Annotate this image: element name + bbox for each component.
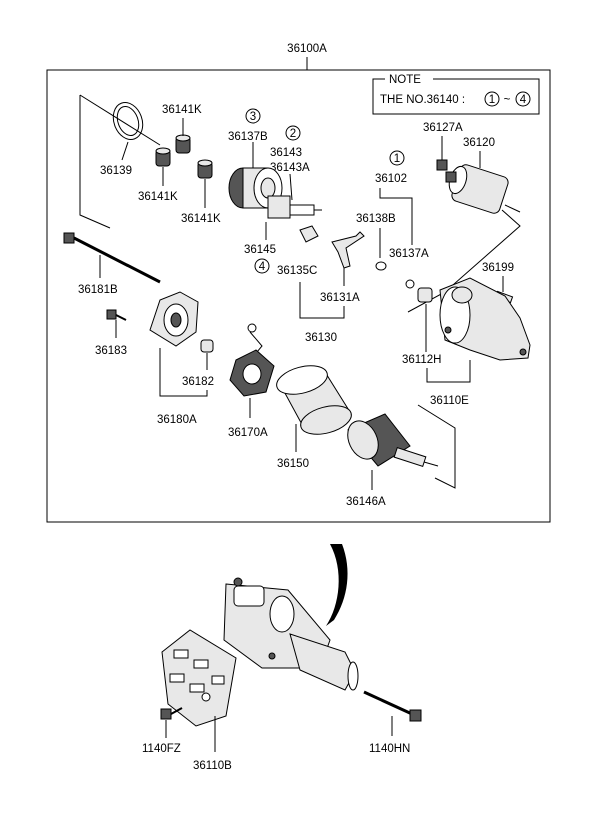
label-36110B: 36110B (193, 760, 232, 772)
note-range-sep: ~ (504, 94, 511, 106)
gear-36141K-top (175, 134, 191, 154)
label-36112H: 36112H (402, 354, 441, 366)
yoke-36150 (276, 365, 352, 435)
armature-36146A (347, 413, 439, 468)
housing-36110E (439, 277, 531, 361)
label-36150: 36150 (277, 458, 309, 470)
through-bolt-36181B (63, 232, 161, 284)
note-range-start: 1 (489, 94, 495, 106)
lever-36135C (299, 225, 319, 243)
gear-36141K-left (155, 147, 171, 167)
solenoid-36120 (445, 164, 521, 214)
washer-36137A (405, 279, 415, 289)
note-title: NOTE (389, 74, 421, 86)
label-36180A: 36180A (157, 414, 197, 426)
label-1140FZ: 1140FZ (142, 743, 181, 755)
callout-4: 4 (259, 261, 266, 273)
assembled-starter (223, 577, 359, 691)
bolt-1140FZ (160, 707, 183, 720)
note-box: NOTE THE NO.36140 : 1 ~ 4 (372, 74, 540, 115)
callout-1: 1 (394, 153, 400, 165)
label-36131A: 36131A (320, 292, 360, 304)
planet-carrier (228, 167, 322, 219)
label-36181B: 36181B (78, 284, 118, 296)
label-36138B: 36138B (356, 213, 396, 225)
label-36143A: 36143A (270, 162, 310, 174)
label-36199: 36199 (482, 262, 514, 274)
pointer-arrow (326, 544, 348, 626)
label-36110E: 36110E (430, 395, 469, 407)
label-36139: 36139 (100, 165, 132, 177)
shield-plate-36110B (161, 629, 237, 727)
callout-3: 3 (250, 111, 256, 123)
label-36170A: 36170A (228, 427, 268, 439)
bushing-36182 (200, 339, 214, 353)
label-36141K-top: 36141K (162, 104, 202, 116)
label-36143: 36143 (270, 147, 302, 159)
assembly-label: 36100A (287, 43, 327, 55)
end-frame-36180A (149, 291, 199, 347)
bolt-1140HN (363, 690, 422, 722)
label-36137A: 36137A (389, 248, 429, 260)
label-36137B: 36137B (228, 131, 268, 143)
note-range-end: 4 (520, 94, 527, 106)
assembly-frame (46, 69, 551, 523)
ring-36139 (112, 102, 144, 140)
callout-2: 2 (290, 128, 296, 140)
label-36127A: 36127A (423, 122, 463, 134)
label-36135C: 36135C (277, 265, 317, 277)
label-36145: 36145 (244, 244, 276, 256)
screw-36183 (106, 309, 127, 321)
nut-36127A (436, 159, 448, 171)
brush-holder-36170A (229, 323, 275, 397)
label-1140HN: 1140HN (369, 743, 410, 755)
note-text: THE NO.36140 : (380, 94, 465, 106)
label-36141K-left: 36141K (138, 191, 178, 203)
label-36120: 36120 (463, 137, 495, 149)
label-36146A: 36146A (346, 496, 386, 508)
label-36141K-right: 36141K (181, 213, 221, 225)
gear-36141K-right (197, 159, 213, 179)
label-36102: 36102 (375, 173, 407, 185)
bushing-36112H (417, 287, 433, 303)
label-36182: 36182 (182, 376, 214, 388)
washer-36138B (375, 261, 387, 271)
lever-36131A (331, 231, 365, 269)
label-36183: 36183 (95, 345, 127, 357)
label-36130: 36130 (305, 332, 337, 344)
